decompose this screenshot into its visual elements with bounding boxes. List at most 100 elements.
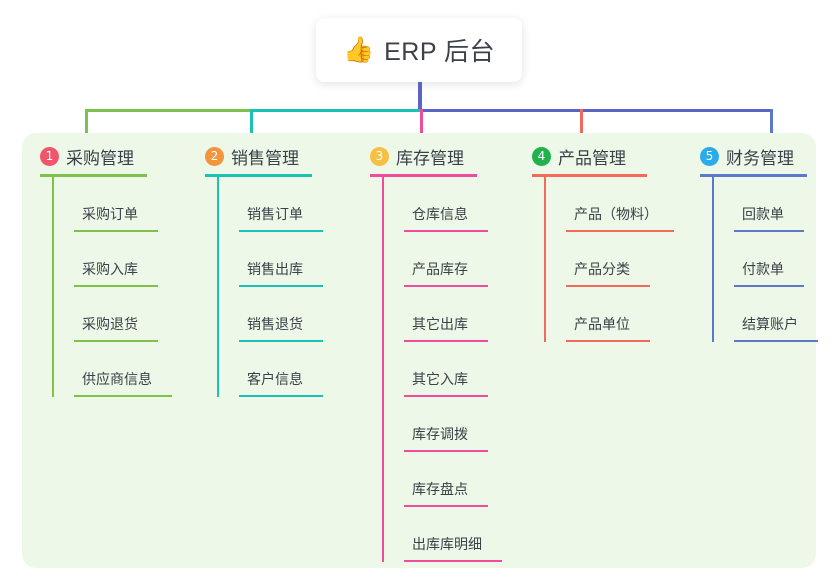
menu-item[interactable]: 出库库明细 bbox=[404, 507, 520, 562]
thumbs-up-icon: 👍 bbox=[342, 35, 375, 64]
drop-sales bbox=[250, 109, 253, 151]
column-number-badge: 3 bbox=[370, 146, 389, 166]
column-header-财务管理[interactable]: 5 财务管理 bbox=[700, 143, 820, 169]
column-title: 采购管理 bbox=[66, 148, 134, 168]
root-stem-line bbox=[418, 82, 422, 112]
menu-item-label: 付款单 bbox=[742, 261, 784, 277]
page-title: ERP 后台 bbox=[384, 38, 496, 66]
column-header-产品管理[interactable]: 4 产品管理 bbox=[532, 143, 682, 169]
branch-list: 仓库信息产品库存其它出库其它入库库存调拨库存盘点出库库明细 bbox=[382, 177, 520, 562]
column-产品管理: 4 产品管理产品（物料） 产品分类产品单位 bbox=[532, 143, 682, 342]
menu-item-underline bbox=[74, 285, 158, 287]
column-header-销售管理[interactable]: 2 销售管理 bbox=[205, 143, 355, 169]
menu-item[interactable]: 回款单 bbox=[734, 177, 820, 232]
drop-product bbox=[580, 109, 583, 151]
menu-item[interactable]: 客户信息 bbox=[239, 342, 355, 397]
menu-item[interactable]: 销售订单 bbox=[239, 177, 355, 232]
menu-item[interactable]: 采购入库 bbox=[74, 232, 190, 287]
menu-item-underline bbox=[74, 230, 158, 232]
menu-item-underline bbox=[734, 285, 804, 287]
segment-purchase bbox=[85, 109, 250, 112]
column-number-badge: 2 bbox=[205, 146, 224, 166]
menu-item-underline bbox=[239, 230, 323, 232]
menu-item-underline bbox=[404, 340, 488, 342]
column-number-badge: 4 bbox=[532, 146, 551, 166]
menu-item-label: 其它入库 bbox=[412, 371, 468, 387]
branch-spine bbox=[544, 177, 546, 342]
menu-item-underline bbox=[239, 395, 323, 397]
menu-item-underline bbox=[566, 285, 650, 287]
menu-item-label: 回款单 bbox=[742, 206, 784, 222]
column-采购管理: 1 采购管理采购订单采购入库采购退货供应商信息 bbox=[40, 143, 190, 397]
drop-finance bbox=[770, 109, 773, 151]
menu-item[interactable]: 仓库信息 bbox=[404, 177, 520, 232]
column-header-库存管理[interactable]: 3 库存管理 bbox=[370, 143, 520, 169]
drop-inventory bbox=[420, 109, 423, 151]
menu-item-underline bbox=[404, 395, 488, 397]
menu-item-label: 销售出库 bbox=[247, 261, 303, 277]
column-财务管理: 5 财务管理回款单付款单结算账户 bbox=[700, 143, 820, 342]
column-number-badge: 1 bbox=[40, 146, 59, 166]
menu-item[interactable]: 销售退货 bbox=[239, 287, 355, 342]
menu-item-underline bbox=[566, 340, 650, 342]
menu-item[interactable]: 产品单位 bbox=[566, 287, 682, 342]
menu-item-label: 产品单位 bbox=[574, 316, 630, 332]
column-underline bbox=[40, 174, 147, 177]
column-header-采购管理[interactable]: 1 采购管理 bbox=[40, 143, 190, 169]
menu-item-label: 仓库信息 bbox=[412, 206, 468, 222]
column-title: 销售管理 bbox=[231, 148, 299, 168]
segment-inventory bbox=[420, 109, 772, 112]
branch-spine bbox=[52, 177, 54, 397]
branch-spine bbox=[382, 177, 384, 562]
menu-item[interactable]: 产品库存 bbox=[404, 232, 520, 287]
branch-spine bbox=[712, 177, 714, 342]
column-title: 库存管理 bbox=[396, 148, 464, 168]
menu-item[interactable]: 付款单 bbox=[734, 232, 820, 287]
menu-item-label: 采购订单 bbox=[82, 206, 138, 222]
menu-item[interactable]: 采购退货 bbox=[74, 287, 190, 342]
menu-item-underline bbox=[404, 230, 488, 232]
menu-item[interactable]: 库存盘点 bbox=[404, 452, 520, 507]
menu-item-label: 客户信息 bbox=[247, 371, 303, 387]
menu-item-underline bbox=[74, 395, 172, 397]
menu-item-underline bbox=[74, 340, 158, 342]
menu-item-label: 销售退货 bbox=[247, 316, 303, 332]
diagram-panel bbox=[22, 133, 816, 568]
menu-item[interactable]: 供应商信息 bbox=[74, 342, 190, 397]
menu-item-label: 采购入库 bbox=[82, 261, 138, 277]
drop-purchase bbox=[85, 109, 88, 151]
segment-sales bbox=[250, 109, 420, 112]
menu-item-underline bbox=[404, 285, 488, 287]
column-销售管理: 2 销售管理销售订单销售出库销售退货客户信息 bbox=[205, 143, 355, 397]
menu-item-label: 采购退货 bbox=[82, 316, 138, 332]
column-underline bbox=[205, 174, 312, 177]
menu-item[interactable]: 产品（物料） bbox=[566, 177, 682, 232]
branch-list: 销售订单销售出库销售退货客户信息 bbox=[217, 177, 355, 397]
branch-list: 采购订单采购入库采购退货供应商信息 bbox=[52, 177, 190, 397]
menu-item-label: 产品（物料） bbox=[574, 206, 658, 222]
menu-item-label: 结算账户 bbox=[742, 316, 798, 332]
menu-item-label: 其它出库 bbox=[412, 316, 468, 332]
menu-item-underline bbox=[239, 340, 323, 342]
menu-item[interactable]: 结算账户 bbox=[734, 287, 820, 342]
menu-item-underline bbox=[566, 230, 674, 232]
root-node-card[interactable]: 👍 ERP 后台 bbox=[316, 18, 522, 82]
column-title: 财务管理 bbox=[726, 148, 794, 168]
menu-item[interactable]: 其它入库 bbox=[404, 342, 520, 397]
column-underline bbox=[700, 174, 807, 177]
column-underline bbox=[370, 174, 477, 177]
menu-item[interactable]: 库存调拨 bbox=[404, 397, 520, 452]
menu-item-underline bbox=[239, 285, 323, 287]
menu-item-label: 产品分类 bbox=[574, 261, 630, 277]
menu-item[interactable]: 采购订单 bbox=[74, 177, 190, 232]
column-title: 产品管理 bbox=[558, 148, 626, 168]
menu-item-underline bbox=[734, 230, 804, 232]
menu-item-underline bbox=[404, 505, 488, 507]
menu-item[interactable]: 其它出库 bbox=[404, 287, 520, 342]
column-number-badge: 5 bbox=[700, 146, 719, 166]
menu-item[interactable]: 销售出库 bbox=[239, 232, 355, 287]
menu-item[interactable]: 产品分类 bbox=[566, 232, 682, 287]
branch-spine bbox=[217, 177, 219, 397]
menu-item-label: 出库库明细 bbox=[412, 536, 482, 552]
column-库存管理: 3 库存管理仓库信息产品库存其它出库其它入库库存调拨库存盘点出库库明细 bbox=[370, 143, 520, 562]
